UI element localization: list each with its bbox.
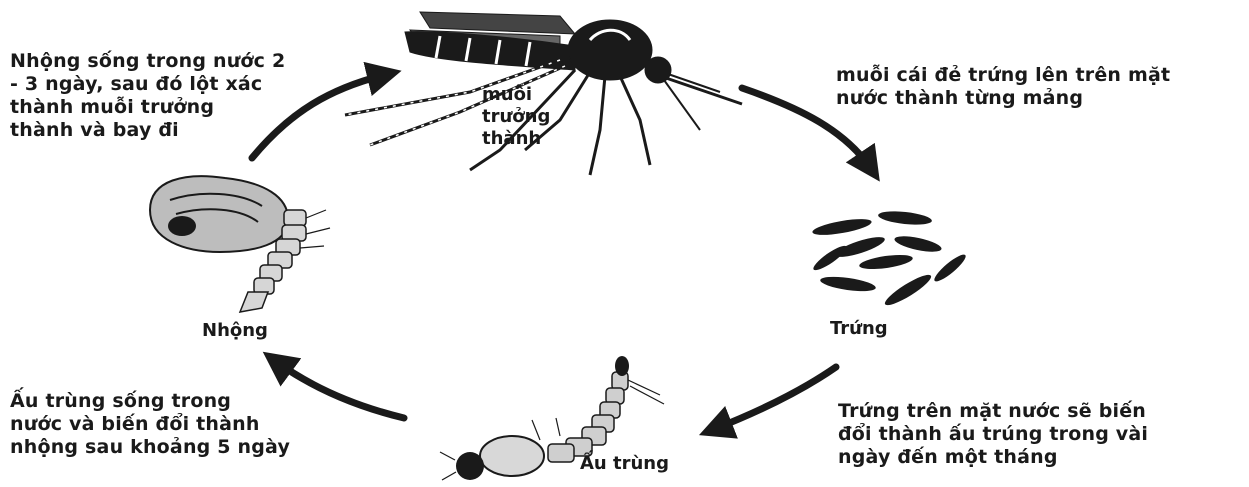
larva-description: Ấu trùng sống trong nước và biến đổi thà… [10, 390, 340, 459]
stage-label-pupa: Nhộng [202, 320, 268, 341]
egg-to-larva-description: Trứng trên mặt nước sẽ biến đổi thành ấu… [838, 400, 1243, 469]
pupa-icon [150, 176, 330, 312]
pupa-description: Nhộng sống trong nước 2 - 3 ngày, sau đó… [10, 50, 350, 142]
egg-laying-description: muỗi cái đẻ trứng lên trên mặt nước thàn… [836, 64, 1246, 110]
stage-label-egg: Trứng [830, 318, 888, 339]
eggs-icon [811, 209, 969, 309]
stage-label-adult: muỗi trưởng thành [482, 84, 550, 150]
arrow-egg-to-larva [712, 367, 836, 430]
stage-label-larva: Ấu trùng [580, 453, 669, 474]
